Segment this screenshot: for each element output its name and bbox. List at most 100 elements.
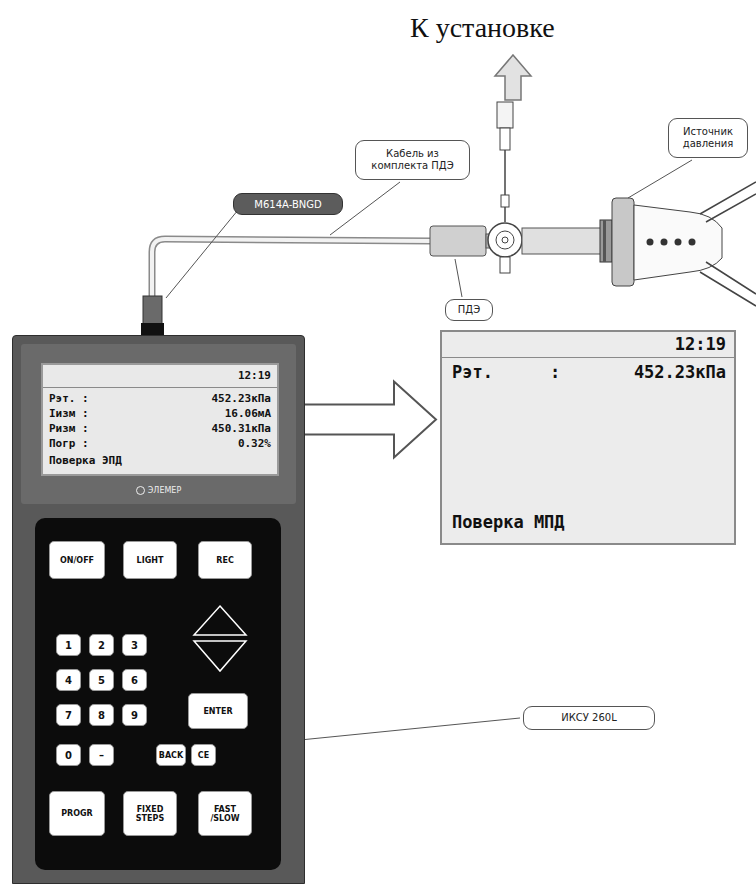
node-text-wrap: 3: [131, 641, 138, 650]
key-button: BACK: [156, 744, 186, 766]
key-label: LIGHT: [137, 556, 164, 565]
node-text-wrap: ПДЭ: [458, 304, 480, 316]
cable: [152, 239, 432, 300]
node-text-wrap: 7: [65, 711, 72, 720]
node-text-wrap: ENTER: [203, 707, 232, 716]
screen-text: Поверка МПД: [452, 512, 565, 532]
node-text-wrap: FIXED STEPS: [125, 805, 175, 823]
key-label: 5: [98, 676, 105, 685]
key-button: 5: [89, 669, 114, 691]
leader-line: [166, 210, 238, 298]
key-button: FIXED STEPS: [123, 791, 177, 836]
node-text-wrap: 1: [65, 641, 72, 650]
pump-nut: [603, 220, 606, 262]
node-text-wrap: 2: [98, 641, 105, 650]
arrow-keys: [190, 603, 250, 675]
key-button: 4: [56, 669, 81, 691]
key-button: 0: [56, 744, 81, 766]
node-text-wrap: 9: [131, 711, 138, 720]
screen-header-line: [442, 357, 734, 358]
callout-text: M614A-BNGD: [254, 199, 321, 210]
key-label: BACK: [159, 751, 183, 760]
brand-logo: ЭЛЕМЕР: [13, 486, 304, 495]
key-button: 8: [89, 704, 114, 726]
callout-text: ИКСУ 260L: [561, 712, 617, 724]
key-button: ENTER: [188, 693, 248, 729]
node-text-wrap: ИКСУ 260L: [561, 712, 617, 724]
node-text-wrap: Кабель из комплекта ПДЭ: [361, 148, 464, 172]
key-button: CE: [191, 744, 216, 766]
callout-text: Источник давления: [674, 126, 742, 150]
enlarged-screen: 12:19Рэт.: 452.23кПаПоверка МПД: [440, 330, 736, 545]
screen-text: 12:19: [675, 334, 726, 354]
node-text-wrap: REC: [216, 556, 234, 565]
key-label: FIXED STEPS: [125, 805, 175, 823]
key-label: 9: [131, 711, 138, 720]
key-label: ENTER: [203, 707, 232, 716]
node-text-wrap: Источник давления: [674, 126, 742, 150]
key-label: 8: [98, 711, 105, 720]
screen-text: 12:19: [238, 369, 271, 382]
node-text-wrap: 6: [131, 676, 138, 685]
node-text-wrap: –: [99, 751, 104, 760]
pipe: [522, 228, 602, 254]
leader-line: [300, 718, 520, 740]
key-button: –: [89, 744, 114, 766]
callout-text: Кабель из комплекта ПДЭ: [361, 148, 464, 172]
key-button: 3: [122, 634, 147, 656]
node-text-wrap: FAST /SLOW: [200, 805, 250, 823]
direction-arrow: [495, 55, 531, 100]
key-label: ON/OFF: [60, 556, 94, 565]
screen-text: Рэт.: [452, 362, 493, 382]
node-text-wrap: PROGR: [61, 809, 93, 818]
pump-nut: [600, 220, 612, 262]
key-label: PROGR: [61, 809, 93, 818]
callout-box: ИКСУ 260L: [523, 706, 655, 730]
callout-box: Кабель из комплекта ПДЭ: [355, 140, 470, 180]
screen-text: 0.32%: [238, 437, 271, 450]
key-label: 2: [98, 641, 105, 650]
fitting: [500, 128, 510, 150]
screen-text: 452.23кПа: [634, 362, 726, 382]
destination-label: К установке: [410, 12, 555, 44]
key-button: 2: [89, 634, 114, 656]
key-button: FAST /SLOW: [198, 791, 252, 836]
device-body: ЭЛЕМЕР12:19Рэт. :452.23кПаIизм :16.06мАР…: [12, 335, 305, 884]
node-text-wrap: BACK: [159, 751, 183, 760]
pump-handle: [700, 262, 756, 306]
pressure-sensor: [430, 226, 486, 256]
fitting: [501, 195, 509, 207]
tee-fitting: [502, 237, 508, 243]
zoom-arrow: [282, 382, 436, 458]
pump-body: [634, 205, 722, 280]
screen-text: :: [550, 362, 560, 382]
node-text-wrap: 8: [98, 711, 105, 720]
pump-head: [612, 198, 634, 286]
tube: [504, 150, 506, 222]
leader-line: [455, 259, 462, 297]
key-button: 7: [56, 704, 81, 726]
key-button: LIGHT: [123, 541, 177, 579]
key-label: 6: [131, 676, 138, 685]
screen-text: Iизм :: [49, 407, 89, 420]
screen-text: Погр :: [49, 437, 89, 450]
leader-line: [628, 160, 692, 198]
key-label: 1: [65, 641, 72, 650]
key-label: 4: [65, 676, 72, 685]
tee-stub: [500, 257, 510, 273]
node-text-wrap: LIGHT: [137, 556, 164, 565]
key-label: 7: [65, 711, 72, 720]
node-text-wrap: 4: [65, 676, 72, 685]
key-button: PROGR: [49, 791, 105, 836]
node-text-wrap: M614A-BNGD: [254, 199, 321, 210]
brand-name: ЭЛЕМЕР: [148, 486, 181, 495]
tee-fitting: [496, 231, 514, 249]
connector: [143, 296, 162, 324]
callout-box: ПДЭ: [445, 299, 493, 321]
screen-text: 450.31кПа: [211, 422, 271, 435]
screen-text: 452.23кПа: [211, 392, 271, 405]
screen-text: Поверка ЭПД: [49, 454, 122, 467]
screen-text: Ризм :: [49, 422, 89, 435]
callout-text: ПДЭ: [458, 304, 480, 316]
